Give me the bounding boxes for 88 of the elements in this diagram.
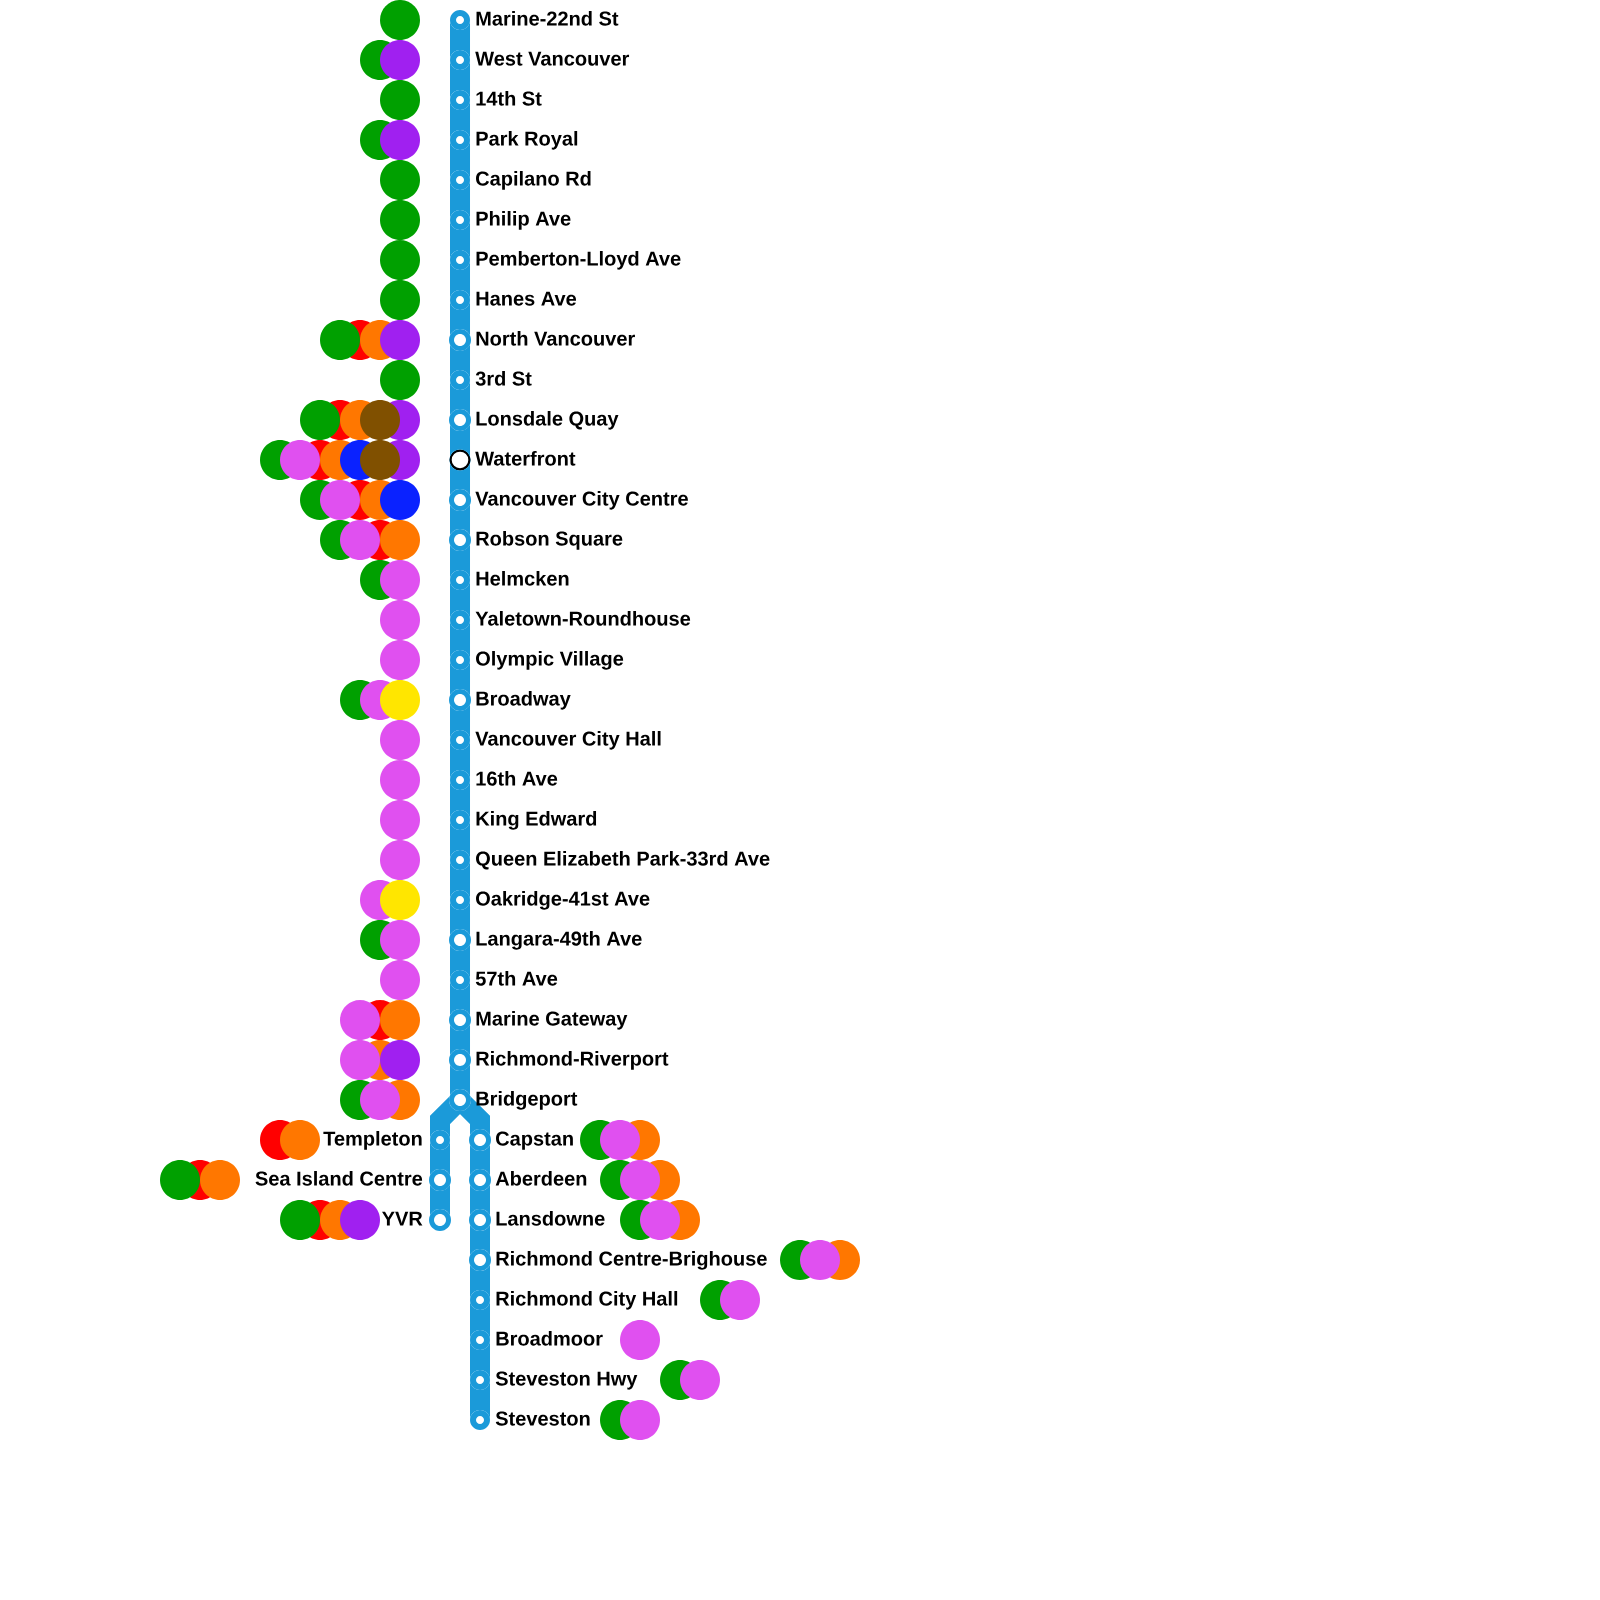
station-name: Pemberton-Lloyd Ave: [476, 251, 681, 270]
station-name: Helmcken: [476, 571, 569, 586]
station-name: 16th Ave: [476, 771, 558, 786]
station-dot: [450, 810, 470, 830]
station-dot: [449, 329, 471, 351]
station-name: Waterfront: [475, 451, 576, 466]
station-dot: [450, 770, 470, 790]
station-dot: [449, 1009, 471, 1031]
station-name: King Edward: [476, 811, 597, 830]
track-line: [470, 1224, 490, 1256]
station-name: 14th St: [476, 91, 542, 106]
station-name: Park Royal: [476, 131, 578, 150]
station-name: Lonsdale Quay: [476, 411, 619, 430]
station-name: 57th Ave: [475, 971, 558, 986]
station-dot: [450, 730, 470, 750]
station-dot: [449, 409, 471, 431]
station-name: Aberdeen: [495, 1171, 587, 1186]
station-dot: [450, 50, 470, 70]
station-name: Capstan: [496, 1131, 573, 1150]
station-dot: [449, 489, 471, 511]
station-dot: [470, 1410, 490, 1430]
station-name: Steveston Hwy: [495, 1371, 638, 1390]
station-name: Broadmoor: [496, 1331, 603, 1346]
track-line: [450, 1024, 470, 1056]
station-name: Langara-49th Ave: [476, 931, 642, 950]
station-dot: [450, 570, 470, 590]
station-name: Philip Ave: [476, 211, 571, 230]
station-name: West Vancouver: [475, 51, 630, 66]
station-dot: [450, 850, 470, 870]
track-line: [450, 424, 470, 457]
track-line: [450, 504, 470, 536]
station-dot: [450, 130, 470, 150]
station-name: Richmond Centre-Brighouse: [496, 1251, 767, 1270]
station-dot: [450, 290, 470, 310]
station-dot: [449, 529, 471, 551]
station-dot: [450, 970, 470, 990]
station-dot: [450, 210, 470, 230]
station-dot: [470, 1330, 490, 1350]
station-dot: [450, 250, 470, 270]
station-name: Bridgeport: [476, 1091, 578, 1110]
station-name: Steveston: [495, 1411, 590, 1426]
station-name: Vancouver City Centre: [475, 491, 688, 510]
station-dot: [469, 1129, 491, 1151]
station-name: YVR: [382, 1211, 423, 1226]
station-dot: [450, 650, 470, 670]
station-name: Olympic Village: [476, 651, 624, 670]
track-line: [430, 1184, 450, 1216]
station-dot: [450, 610, 470, 630]
station-dot: [449, 689, 471, 711]
station-name: 3rd St: [475, 371, 532, 386]
station-name: Vancouver City Hall: [475, 731, 661, 750]
station-dot: [470, 1290, 490, 1310]
station-dot: [450, 890, 470, 910]
track-line: [450, 463, 470, 496]
station-name: Marine-22nd St: [476, 11, 619, 26]
station-name: Robson Square: [476, 531, 623, 550]
station-name: Capilano Rd: [476, 171, 591, 190]
station-dot: [429, 1169, 451, 1191]
station-name: Richmond City Hall: [496, 1291, 678, 1310]
station-dot: [450, 370, 470, 390]
station-name: Templeton: [323, 1131, 422, 1150]
station-name: Marine Gateway: [476, 1011, 628, 1030]
station-dot: [449, 1089, 471, 1111]
track-line: [456, 1096, 490, 1136]
station-name: Hanes Ave: [476, 291, 577, 306]
track-line: [470, 1144, 490, 1176]
station-name: Richmond-Riverport: [476, 1051, 669, 1070]
station-name: Lansdowne: [496, 1211, 605, 1226]
track-line: [450, 1064, 470, 1096]
station-name: North Vancouver: [476, 331, 635, 346]
station-name: Queen Elizabeth Park-33rd Ave: [476, 851, 770, 870]
station-dot: [469, 1169, 491, 1191]
station-name: Oakridge-41st Ave: [476, 891, 650, 910]
station-dot: [450, 90, 470, 110]
station-dot: [429, 1209, 451, 1231]
station-dot: [449, 1049, 471, 1071]
station-dot: [470, 1370, 490, 1390]
station-dot: [469, 1249, 491, 1271]
station-name: Yaletown-Roundhouse: [475, 611, 691, 626]
station-dot: [449, 929, 471, 951]
station-dot: [450, 10, 470, 30]
station-dot: [430, 1130, 450, 1150]
station-dot: [449, 449, 471, 471]
station-name: Sea Island Centre: [255, 1171, 423, 1186]
station-dot: [469, 1209, 491, 1231]
station-dot: [450, 170, 470, 190]
station-name: Broadway: [476, 691, 571, 710]
track-line: [470, 1184, 490, 1216]
